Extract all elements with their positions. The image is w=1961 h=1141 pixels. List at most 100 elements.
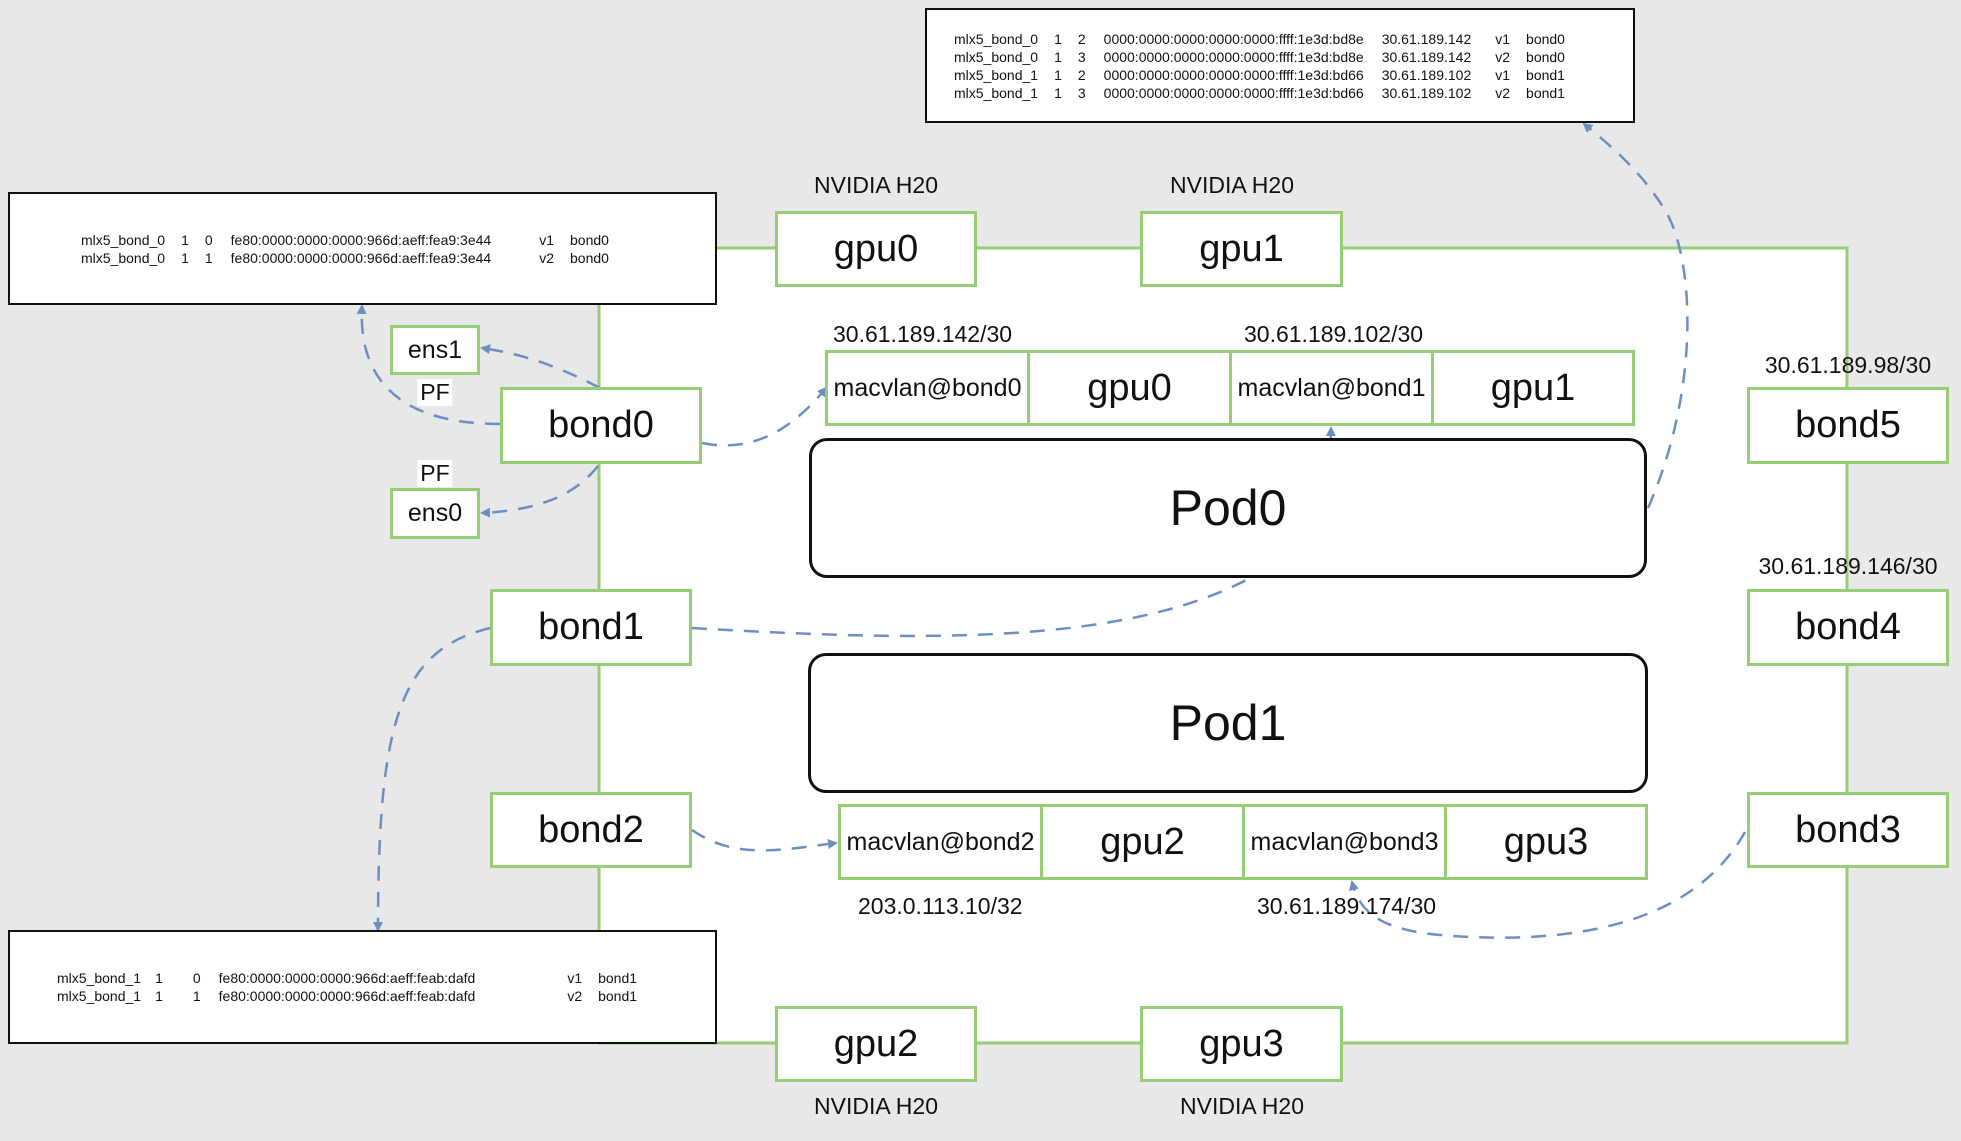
ens0-node[interactable]: ens0 — [390, 488, 480, 539]
table-cell: 1 — [155, 970, 163, 986]
arrow-bond1-to-bottom-left-table — [373, 626, 491, 932]
pod1-gpu2[interactable]: gpu2 — [1040, 804, 1245, 880]
table-cell: 0000:0000:0000:0000:0000:ffff:1e3d:bd66 — [1103, 66, 1364, 83]
pod1-macvlan-bond2[interactable]: macvlan@bond2 — [838, 804, 1043, 880]
table-cell: mlx5_bond_1 — [954, 66, 1039, 83]
table-cell: fe80:0000:0000:0000:966d:aeff:feab:dafd — [218, 970, 476, 986]
table-cell: v2 — [1495, 84, 1511, 101]
table-cell: 2 — [1077, 30, 1086, 47]
arrow-bond0-to-top-left-table — [356, 304, 501, 426]
gpu2-model-label: NVIDIA H20 — [814, 1093, 938, 1119]
gpu1-model-label: NVIDIA H20 — [1170, 172, 1294, 198]
pf-label-ens0: PF — [417, 460, 453, 487]
bond2-node[interactable]: bond2 — [490, 792, 692, 868]
gid-table-bottom-left-body: mlx5_bond_1 1 0 fe80:0000:0000:0000:966d:ae… — [57, 969, 651, 1005]
table-cell: mlx5_bond_0 — [81, 249, 166, 266]
table-cell: v2 — [539, 249, 554, 266]
table-cell: 1 — [1054, 48, 1062, 65]
table-cell: mlx5_bond_1 — [954, 84, 1039, 101]
table-cell: 0000:0000:0000:0000:0000:ffff:1e3d:bd8e — [1103, 48, 1364, 65]
gid-table-bottom-left: mlx5_bond_1 1 0 fe80:0000:0000:0000:966d:ae… — [8, 930, 717, 1044]
table-cell: 1 — [1054, 66, 1062, 83]
table-cell: bond0 — [570, 249, 609, 266]
ip-bond4-label: 30.61.189.146/30 — [1758, 553, 1938, 579]
pod1[interactable]: Pod1 — [808, 653, 1648, 793]
table-cell: mlx5_bond_0 — [81, 231, 166, 248]
table-cell: bond1 — [1526, 84, 1565, 101]
table-cell: mlx5_bond_1 — [57, 988, 142, 1004]
arrow-bond0-to-ens0 — [480, 465, 599, 518]
table-cell: v2 — [1495, 48, 1511, 65]
pod0-gpu0[interactable]: gpu0 — [1027, 350, 1232, 426]
gpu3-model-label: NVIDIA H20 — [1180, 1093, 1304, 1119]
table-cell: v1 — [1495, 66, 1511, 83]
ip-bond5-label: 30.61.189.98/30 — [1764, 352, 1932, 378]
table-cell: v1 — [567, 970, 583, 986]
table-cell: mlx5_bond_0 — [954, 48, 1039, 65]
table-cell: 3 — [1077, 84, 1086, 101]
table-cell: bond1 — [598, 970, 638, 986]
pod0-macvlan-bond1[interactable]: macvlan@bond1 — [1229, 350, 1434, 426]
ip-macvlan-bond1-label: 30.61.189.102/30 — [1244, 321, 1424, 347]
bond3-node[interactable]: bond3 — [1747, 792, 1949, 868]
table-cell: 3 — [1077, 48, 1086, 65]
table-cell: 30.61.189.102 — [1381, 84, 1472, 101]
table-cell: fe80:0000:0000:0000:966d:aeff:fea9:3e44 — [230, 249, 492, 266]
ip-macvlan-bond3-label: 30.61.189.174/30 — [1257, 893, 1437, 919]
pod0[interactable]: Pod0 — [809, 438, 1647, 578]
table-cell: 1 — [204, 249, 213, 266]
table-cell: 2 — [1077, 66, 1086, 83]
bond1-node[interactable]: bond1 — [490, 589, 692, 666]
table-cell: 1 — [1054, 84, 1062, 101]
bond4-node[interactable]: bond4 — [1747, 589, 1949, 666]
table-cell: 1 — [155, 988, 163, 1004]
table-cell: 0 — [204, 231, 213, 248]
table-cell: 30.61.189.142 — [1381, 48, 1472, 65]
pf-label-ens1: PF — [417, 379, 453, 406]
table-cell: bond0 — [1526, 30, 1565, 47]
gpu0-model-label: NVIDIA H20 — [814, 172, 938, 198]
table-cell: 30.61.189.142 — [1381, 30, 1472, 47]
ip-macvlan-bond2-label: 203.0.113.10/32 — [858, 893, 1023, 919]
table-cell: 30.61.189.102 — [1381, 66, 1472, 83]
arrow-bond1-to-macvlan-bond1 — [691, 426, 1336, 638]
pod1-gpu3[interactable]: gpu3 — [1444, 804, 1648, 880]
table-cell: fe80:0000:0000:0000:966d:aeff:feab:dafd — [218, 988, 476, 1004]
table-row: mlx5_bond_1 1 1 fe80:0000:0000:0000:966d:ae… — [57, 987, 651, 1005]
table-cell: v1 — [539, 231, 554, 248]
gpu3-node[interactable]: gpu3 — [1140, 1006, 1343, 1082]
table-cell: bond1 — [1526, 66, 1565, 83]
table-cell: 1 — [1054, 30, 1062, 47]
bond5-node[interactable]: bond5 — [1747, 387, 1949, 464]
table-cell: 1 — [181, 249, 189, 266]
ens1-node[interactable]: ens1 — [390, 325, 480, 375]
table-cell: bond0 — [570, 231, 609, 248]
table-cell: fe80:0000:0000:0000:966d:aeff:fea9:3e44 — [230, 231, 492, 248]
pod0-gpu1[interactable]: gpu1 — [1431, 350, 1635, 426]
ip-macvlan-bond0-label: 30.61.189.142/30 — [833, 321, 1013, 347]
pod1-macvlan-bond3[interactable]: macvlan@bond3 — [1242, 804, 1447, 880]
bond0-node[interactable]: bond0 — [500, 387, 702, 464]
table-cell: bond0 — [1526, 48, 1565, 65]
table-cell: v1 — [1495, 30, 1511, 47]
gpu2-node[interactable]: gpu2 — [775, 1006, 977, 1082]
pod0-macvlan-bond0[interactable]: macvlan@bond0 — [825, 350, 1030, 426]
table-cell: v2 — [567, 988, 583, 1004]
table-cell: 0000:0000:0000:0000:0000:ffff:1e3d:bd66 — [1103, 84, 1364, 101]
table-cell: 1 — [192, 988, 201, 1004]
table-cell: 0 — [192, 970, 201, 986]
gpu0-node[interactable]: gpu0 — [775, 211, 977, 287]
arrow-bond0-to-ens1 — [480, 344, 601, 390]
table-cell: mlx5_bond_1 — [57, 970, 142, 986]
table-cell: 0000:0000:0000:0000:0000:ffff:1e3d:bd8e — [1103, 30, 1364, 47]
gpu1-node[interactable]: gpu1 — [1140, 211, 1343, 287]
